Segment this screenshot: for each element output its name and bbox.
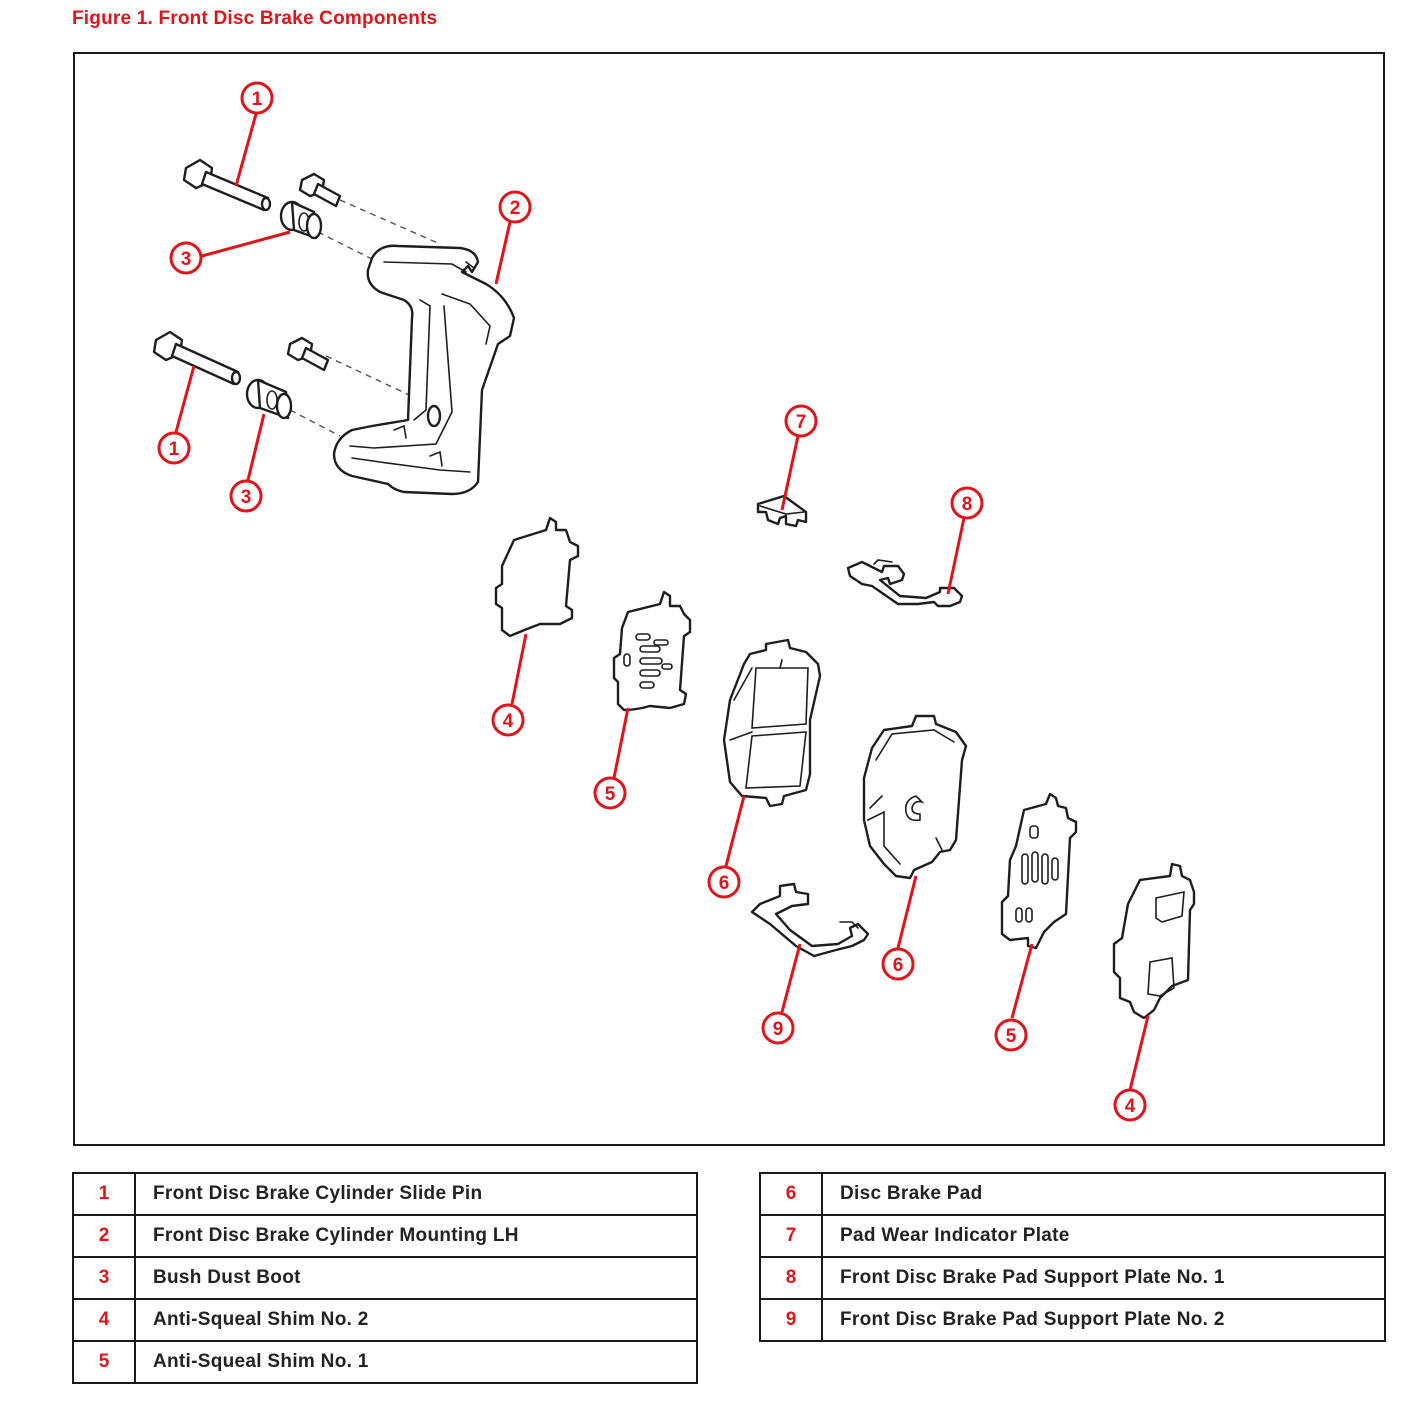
cylinder-mounting-bracket — [332, 244, 516, 496]
anti-squeal-shim-1-right — [1000, 792, 1078, 950]
callout-4-right: 4 — [1113, 1088, 1147, 1122]
diagram-frame — [73, 52, 1385, 1146]
bush-dust-boot-upper — [279, 200, 323, 240]
callout-6-right: 6 — [881, 947, 915, 981]
svg-text:5: 5 — [1006, 1026, 1017, 1047]
svg-text:1: 1 — [252, 89, 263, 110]
svg-text:5: 5 — [605, 784, 616, 805]
legend-number: 3 — [72, 1256, 136, 1300]
slide-pin-upper — [182, 158, 272, 212]
legend-part-name: Front Disc Brake Pad Support Plate No. 1 — [821, 1256, 1386, 1300]
svg-text:6: 6 — [893, 955, 904, 976]
legend-part-name: Disc Brake Pad — [821, 1172, 1386, 1216]
legend-row: 8 Front Disc Brake Pad Support Plate No.… — [759, 1256, 1386, 1300]
callout-5-right: 5 — [994, 1018, 1028, 1052]
callout-3-upper: 3 — [169, 241, 203, 275]
callout-9: 9 — [761, 1011, 795, 1045]
legend-table-left: 1 Front Disc Brake Cylinder Slide Pin 2 … — [72, 1172, 698, 1384]
callout-8: 8 — [950, 486, 984, 520]
anti-squeal-shim-2-left — [494, 516, 580, 638]
bush-dust-boot-lower — [245, 378, 293, 420]
legend-part-name: Anti-Squeal Shim No. 2 — [134, 1298, 698, 1342]
legend-number: 2 — [72, 1214, 136, 1258]
legend-part-name: Bush Dust Boot — [134, 1256, 698, 1300]
svg-text:3: 3 — [241, 487, 252, 508]
callout-4-left: 4 — [491, 703, 525, 737]
callout-7: 7 — [784, 404, 818, 438]
legend-part-name: Front Disc Brake Cylinder Slide Pin — [134, 1172, 698, 1216]
mounting-bolt-lower — [286, 336, 330, 372]
legend-number: 8 — [759, 1256, 823, 1300]
svg-text:4: 4 — [1125, 1096, 1136, 1117]
slide-pin-lower — [152, 330, 242, 386]
callout-1-upper: 1 — [240, 81, 274, 115]
callout-5-left: 5 — [593, 776, 627, 810]
callout-1-lower: 1 — [157, 431, 191, 465]
disc-brake-pad-left — [722, 638, 822, 808]
svg-text:4: 4 — [503, 711, 514, 732]
legend-row: 1 Front Disc Brake Cylinder Slide Pin — [72, 1172, 698, 1216]
anti-squeal-shim-1-left — [612, 590, 692, 712]
assembly-dashed-lines — [289, 199, 441, 437]
callout-2: 2 — [498, 190, 532, 224]
callout-3-lower: 3 — [229, 479, 263, 513]
pad-support-plate-1 — [846, 559, 964, 608]
legend-part-name: Anti-Squeal Shim No. 1 — [134, 1340, 698, 1384]
callout-6-left: 6 — [707, 865, 741, 899]
svg-text:1: 1 — [169, 439, 180, 460]
legend-row: 2 Front Disc Brake Cylinder Mounting LH — [72, 1214, 698, 1258]
pad-support-plate-2 — [750, 882, 870, 958]
disc-brake-pad-right — [862, 714, 968, 880]
figure-title: Figure 1. Front Disc Brake Components — [72, 8, 438, 29]
svg-text:7: 7 — [796, 412, 807, 433]
legend-row: 4 Anti-Squeal Shim No. 2 — [72, 1298, 698, 1342]
shim-slots-right — [1015, 825, 1059, 923]
legend-part-name: Front Disc Brake Cylinder Mounting LH — [134, 1214, 698, 1258]
legend-row: 6 Disc Brake Pad — [759, 1172, 1386, 1216]
legend-number: 7 — [759, 1214, 823, 1258]
legend-part-name: Pad Wear Indicator Plate — [821, 1214, 1386, 1258]
legend-number: 1 — [72, 1172, 136, 1216]
brake-exploded-diagram: 1 2 3 1 3 7 8 4 5 6 6 5 — [152, 81, 1196, 1122]
mounting-bolt-upper — [298, 172, 342, 208]
leader-lines — [174, 113, 1150, 1091]
legend-row: 9 Front Disc Brake Pad Support Plate No.… — [759, 1298, 1386, 1342]
legend-table-right: 6 Disc Brake Pad 7 Pad Wear Indicator Pl… — [759, 1172, 1386, 1342]
legend-number: 5 — [72, 1340, 136, 1384]
legend-row: 5 Anti-Squeal Shim No. 1 — [72, 1340, 698, 1384]
shim-slots-left — [623, 633, 673, 689]
legend-number: 9 — [759, 1298, 823, 1342]
svg-text:8: 8 — [962, 494, 973, 515]
legend-number: 6 — [759, 1172, 823, 1216]
legend-number: 4 — [72, 1298, 136, 1342]
svg-text:2: 2 — [510, 198, 521, 219]
legend-row: 7 Pad Wear Indicator Plate — [759, 1214, 1386, 1258]
anti-squeal-shim-2-right — [1112, 862, 1196, 1020]
legend-row: 3 Bush Dust Boot — [72, 1256, 698, 1300]
legend-part-name: Front Disc Brake Pad Support Plate No. 2 — [821, 1298, 1386, 1342]
svg-text:9: 9 — [773, 1019, 784, 1040]
pad-wear-indicator-plate — [756, 494, 808, 528]
svg-text:3: 3 — [181, 249, 192, 270]
svg-text:6: 6 — [719, 873, 730, 894]
